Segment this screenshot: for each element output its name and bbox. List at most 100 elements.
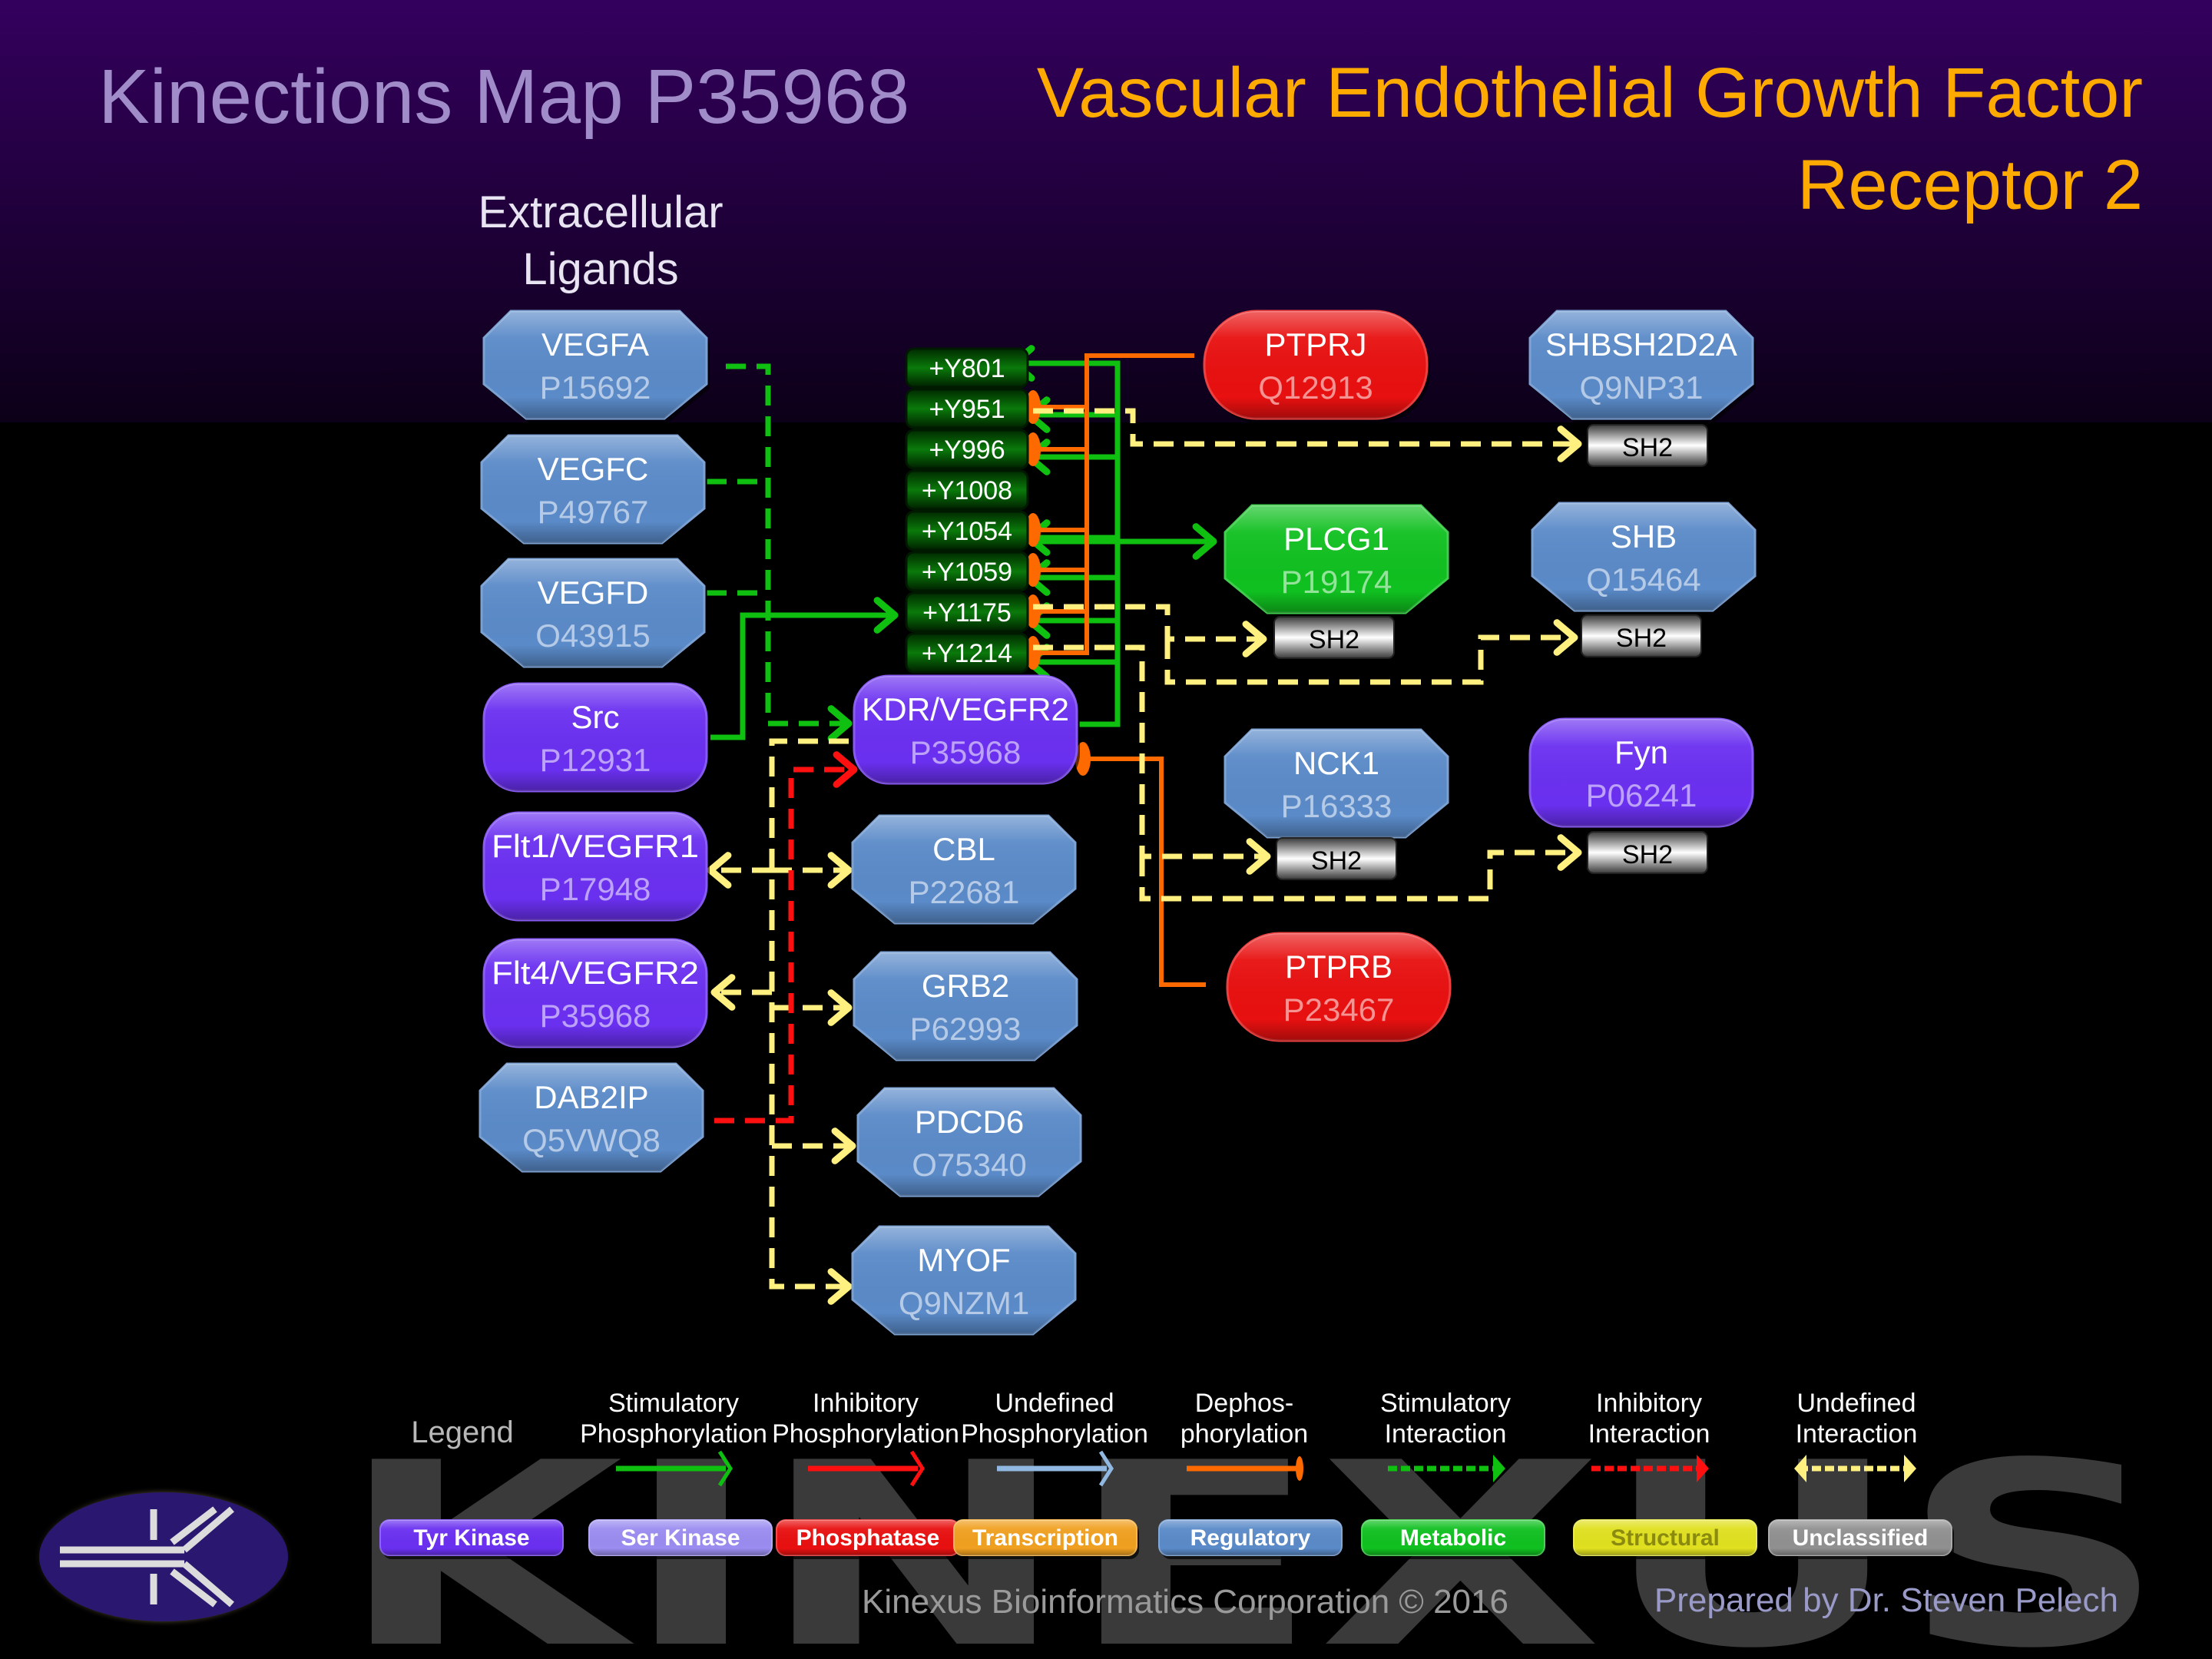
arrowhead bbox=[873, 597, 899, 634]
uniprot-id: Q15464 bbox=[1586, 561, 1700, 598]
arrowhead bbox=[1697, 1455, 1709, 1482]
dephos-bar bbox=[1025, 513, 1041, 547]
domain-label: SH2 bbox=[1622, 840, 1673, 869]
legend-item-dephos: Dephos-phorylation bbox=[1181, 1389, 1308, 1481]
sh2-domain-shb[interactable]: SH2 bbox=[1581, 614, 1702, 657]
uniprot-id: O43915 bbox=[535, 618, 650, 654]
protein-name: GRB2 bbox=[922, 968, 1009, 1004]
copyright-text: Kinexus Bioinformatics Corporation © 201… bbox=[862, 1583, 1508, 1621]
category-phosphatase: Phosphatase bbox=[776, 1519, 962, 1559]
edge-undef-int bbox=[1033, 408, 1582, 462]
arrowhead bbox=[1242, 621, 1267, 657]
phosphosite[interactable]: +Y1059 bbox=[905, 551, 1029, 592]
protein-node-ptprb[interactable]: PTPRB P23467 bbox=[1226, 932, 1453, 1045]
uniprot-id: P19174 bbox=[1281, 564, 1392, 600]
protein-name: NCK1 bbox=[1293, 745, 1379, 781]
legend-label-line2: Phosphorylation bbox=[580, 1419, 767, 1449]
edge-undef-int bbox=[1164, 619, 1578, 685]
phosphosite-label: +Y1008 bbox=[922, 476, 1012, 505]
protein-full-name-line1: Vascular Endothelial Growth Factor bbox=[1037, 54, 2143, 132]
domain-label: SH2 bbox=[1622, 433, 1673, 462]
sh2-domain-nck1[interactable]: SH2 bbox=[1276, 837, 1397, 880]
arrowhead bbox=[827, 989, 853, 1026]
prepared-by-text: Prepared by Dr. Steven Pelech bbox=[1654, 1581, 2118, 1619]
sh2-domain-plcg1[interactable]: SH2 bbox=[1273, 616, 1395, 659]
legend-label-line2: Phosphorylation bbox=[772, 1419, 959, 1449]
uniprot-id: P49767 bbox=[538, 494, 649, 530]
protein-name: SHBSH2D2A bbox=[1545, 326, 1737, 363]
domain-label: SH2 bbox=[1309, 625, 1359, 654]
edge-inhib-int bbox=[714, 751, 858, 1124]
phosphosite[interactable]: +Y1175 bbox=[905, 591, 1029, 633]
uniprot-id: P23467 bbox=[1283, 992, 1395, 1028]
sh2-domain-shbsh2d2a[interactable]: SH2 bbox=[1587, 424, 1708, 467]
phosphosite-label: +Y1059 bbox=[922, 558, 1012, 587]
category-label: Structural bbox=[1611, 1525, 1720, 1551]
legend-label-line1: Stimulatory bbox=[608, 1389, 739, 1418]
dephos-bar bbox=[1025, 594, 1041, 628]
phosphosite-label: +Y1214 bbox=[922, 639, 1012, 668]
phosphosite[interactable]: +Y801 bbox=[905, 347, 1029, 389]
phosphosite[interactable]: +Y951 bbox=[905, 388, 1029, 429]
category-structural: Structural bbox=[1573, 1519, 1759, 1559]
phosphosite[interactable]: +Y1008 bbox=[905, 469, 1029, 511]
category-ser-kinase: Ser Kinase bbox=[588, 1519, 774, 1559]
phosphosite[interactable]: +Y1054 bbox=[905, 510, 1029, 551]
edge-undef-int bbox=[772, 989, 853, 1026]
protein-name: PTPRB bbox=[1285, 949, 1392, 985]
protein-name: Fyn bbox=[1614, 734, 1668, 770]
edge-undef-int bbox=[1033, 644, 1271, 875]
edge-dephos bbox=[1025, 432, 1087, 466]
edge-undef-int bbox=[710, 974, 772, 1011]
arrowhead bbox=[717, 1450, 733, 1487]
arrowhead bbox=[1246, 838, 1271, 875]
arrowhead bbox=[1192, 523, 1217, 560]
legend-label-line2: Interaction bbox=[1796, 1419, 1918, 1449]
phosphosite[interactable]: +Y1214 bbox=[905, 632, 1029, 674]
body-background bbox=[0, 422, 2212, 1659]
protein-name: PLCG1 bbox=[1283, 521, 1389, 557]
arrowhead bbox=[1557, 426, 1582, 462]
phosphosite[interactable]: +Y996 bbox=[905, 429, 1029, 470]
legend-label-line1: Dephos- bbox=[1195, 1389, 1294, 1418]
dephos-bar bbox=[1025, 390, 1041, 424]
protein-name: CBL bbox=[932, 831, 995, 867]
category-label: Ser Kinase bbox=[621, 1525, 740, 1551]
edge-undef-int bbox=[1139, 834, 1582, 902]
category-unclassified: Unclassified bbox=[1768, 1519, 1954, 1559]
category-label: Regulatory bbox=[1190, 1525, 1311, 1551]
sh2-domain-fyn[interactable]: SH2 bbox=[1587, 831, 1708, 874]
arrowhead bbox=[1098, 1450, 1114, 1487]
dephos-bar bbox=[1296, 1456, 1303, 1481]
edge-undef-int bbox=[1033, 604, 1267, 657]
edge-dephos bbox=[1025, 553, 1087, 587]
uniprot-id: Q5VWQ8 bbox=[522, 1122, 661, 1158]
domain-label: SH2 bbox=[1616, 624, 1667, 653]
legend-label-line1: Undefined bbox=[995, 1389, 1114, 1418]
protein-name: PDCD6 bbox=[915, 1104, 1024, 1140]
arrowhead bbox=[707, 852, 732, 889]
